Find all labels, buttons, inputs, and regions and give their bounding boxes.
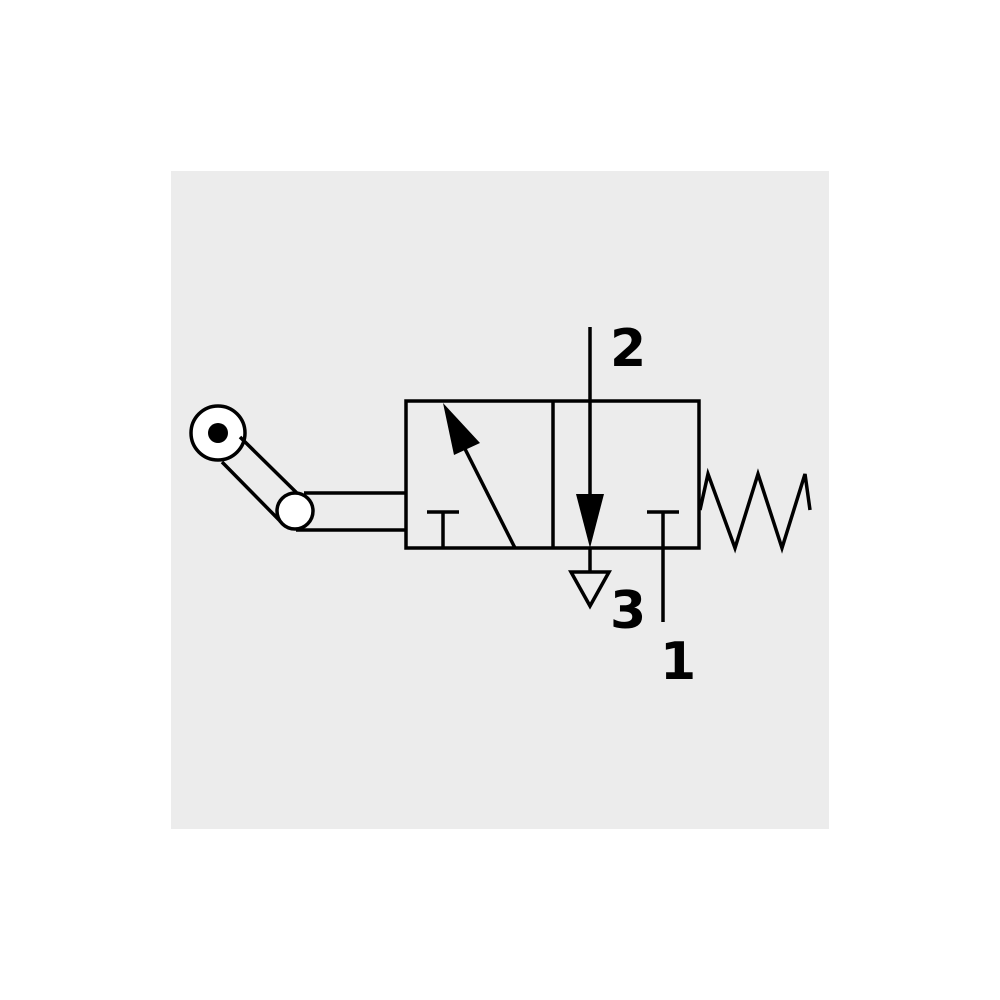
lever-arm-lower	[220, 460, 286, 527]
port-label-3: 3	[610, 581, 646, 641]
diagonal-flow-arrow-head	[443, 403, 480, 455]
return-spring	[698, 467, 812, 554]
lever-pivot-roller	[275, 491, 315, 531]
diagonal-flow-arrow-shaft	[460, 442, 517, 549]
port-label-2: 2	[610, 319, 646, 379]
roller-lever-actuator	[189, 404, 405, 532]
right-position-box	[568, 327, 679, 622]
vertical-flow-arrow-head	[576, 494, 604, 548]
roller-center-dot	[208, 423, 228, 443]
port-label-1: 1	[660, 632, 696, 692]
diagram-panel	[171, 171, 829, 829]
lever-arm-upper	[238, 435, 306, 502]
left-position-box	[427, 403, 517, 549]
exhaust-triangle-icon	[568, 570, 612, 610]
